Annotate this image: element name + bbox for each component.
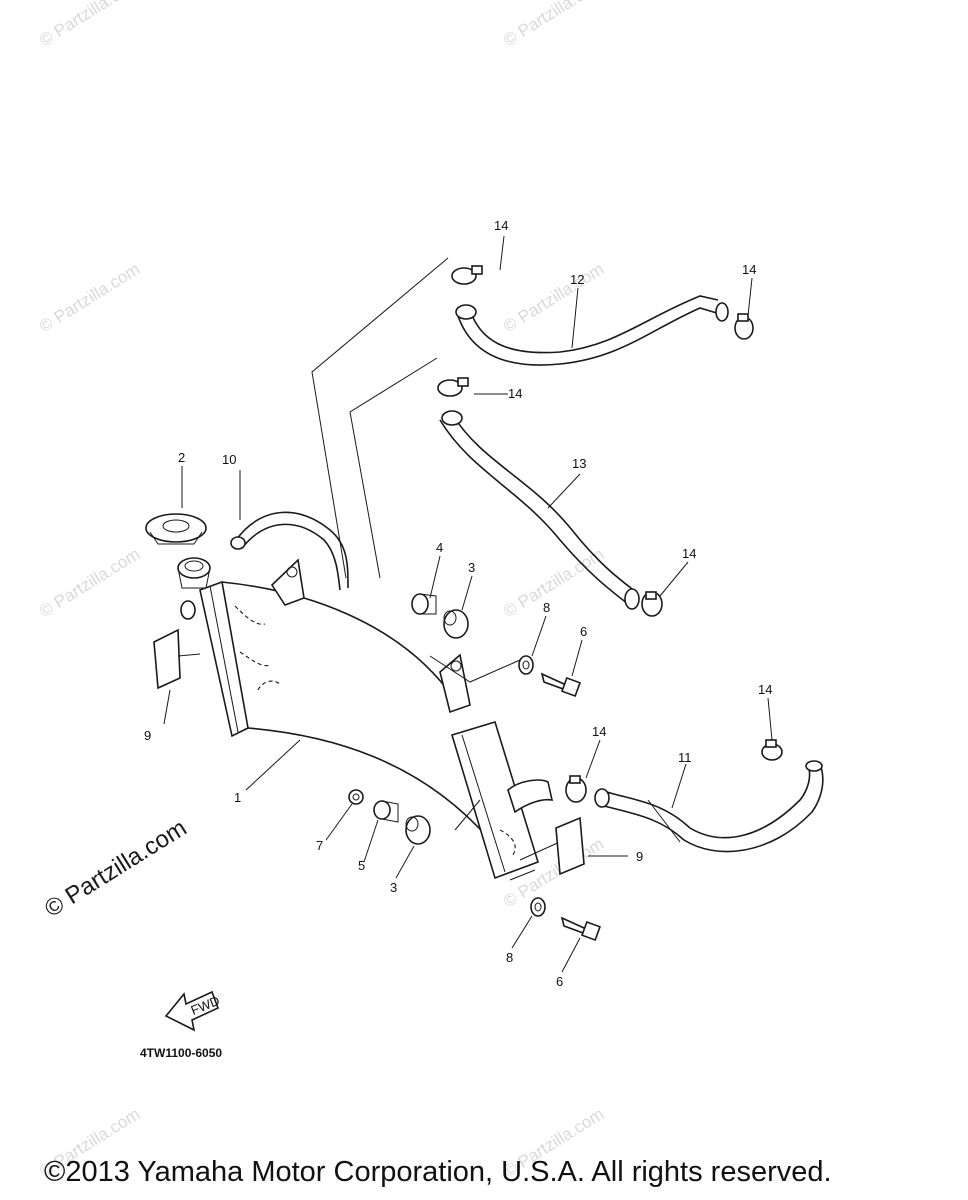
part-label-14: 14 <box>592 724 606 739</box>
hose-13 <box>439 410 640 610</box>
part-label-1: 1 <box>234 790 241 805</box>
fwd-arrow: FWD <box>164 990 222 1032</box>
part-label-4: 4 <box>436 540 443 555</box>
small-parts <box>348 593 601 941</box>
part-label-14: 14 <box>742 262 756 277</box>
part-label-8: 8 <box>543 600 550 615</box>
hose-10 <box>230 511 349 591</box>
radiator-core <box>177 557 554 880</box>
part-label-6: 6 <box>556 974 563 989</box>
radiator-cap <box>145 513 207 545</box>
part-label-13: 13 <box>572 456 586 471</box>
part-label-14: 14 <box>508 386 522 401</box>
part-label-2: 2 <box>178 450 185 465</box>
part-label-12: 12 <box>570 272 584 287</box>
copyright-notice: ©2013 Yamaha Motor Corporation, U.S.A. A… <box>44 1156 832 1188</box>
leader-lines <box>163 235 773 973</box>
part-label-6: 6 <box>580 624 587 639</box>
part-label-14: 14 <box>494 218 508 233</box>
part-label-5: 5 <box>358 858 365 873</box>
part-label-11: 11 <box>678 750 692 765</box>
part-label-10: 10 <box>222 452 236 467</box>
routing-lines <box>311 257 576 881</box>
part-label-14: 14 <box>758 682 772 697</box>
part-label-9: 9 <box>636 849 643 864</box>
part-label-9: 9 <box>144 728 151 743</box>
hose-clamps <box>437 265 783 803</box>
part-label-14: 14 <box>682 546 696 561</box>
part-label-3: 3 <box>468 560 475 575</box>
part-label-8: 8 <box>506 950 513 965</box>
diagram-code: 4TW1100-6050 <box>140 1046 223 1060</box>
part-labels: 1 2 3 3 4 5 6 6 7 8 8 9 9 10 11 12 13 14… <box>144 218 772 989</box>
part-label-7: 7 <box>316 838 323 853</box>
hose-11 <box>594 760 824 853</box>
part-label-3: 3 <box>390 880 397 895</box>
label-plates <box>153 628 585 876</box>
hose-12 <box>455 295 729 366</box>
